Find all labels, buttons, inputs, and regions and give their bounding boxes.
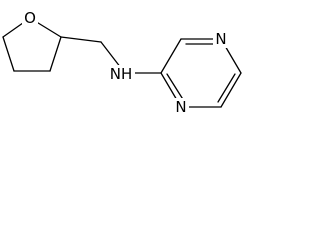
bond-c2-c3: [49, 36, 62, 72]
bond-c2-ch2: [60, 36, 102, 43]
structure-canvas: O NH N N: [0, 0, 248, 117]
pyrazine-n-bottom-label: N: [175, 98, 186, 116]
amine-label: NH: [110, 65, 133, 83]
chemical-structure: O NH N N: [2, 9, 242, 116]
oxygen-label: O: [24, 9, 36, 27]
bond-n1-c2-double: [166, 73, 185, 102]
amine-atom: NH: [109, 65, 135, 83]
pyrazine-n-top-atom: N: [213, 30, 229, 48]
pyrazine-ring: [160, 38, 242, 108]
bond-c2-c3p: [160, 38, 182, 74]
bond-c5-c6: [220, 72, 242, 108]
tetrahydrofuran-ring: [2, 17, 62, 72]
bond-c4-c5: [2, 36, 15, 72]
bond-ch2-n: [100, 41, 122, 69]
oxygen-atom: O: [22, 9, 38, 27]
bond-c5-c6-double: [217, 73, 236, 103]
pyrazine-n-bottom-atom: N: [173, 98, 189, 116]
pyrazine-n-top-label: N: [215, 30, 226, 48]
